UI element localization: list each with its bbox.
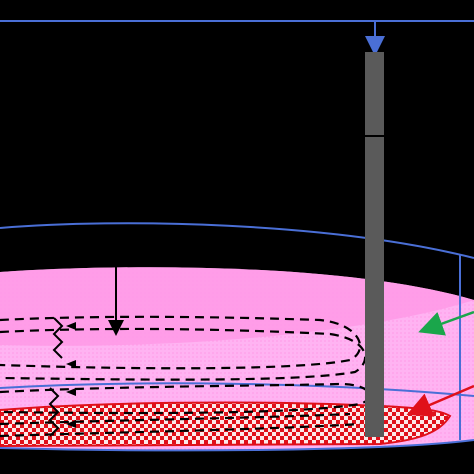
probe-feed-line	[0, 20, 474, 56]
flow-chevrons	[48, 317, 64, 437]
flow-line-4	[0, 412, 351, 426]
container-rim-bottom	[0, 382, 474, 397]
flow-lines	[0, 315, 371, 438]
flow-line-5	[0, 422, 361, 438]
green-pointer-arrow	[418, 310, 474, 336]
container-base	[0, 439, 474, 452]
flow-line-1	[0, 315, 361, 370]
red-pointer-arrow	[406, 384, 474, 417]
flow-line-3	[0, 382, 371, 415]
flow-arrowheads	[66, 322, 76, 428]
container-rim-top	[0, 222, 474, 259]
probe	[365, 52, 384, 437]
flow-line-2	[0, 327, 367, 381]
